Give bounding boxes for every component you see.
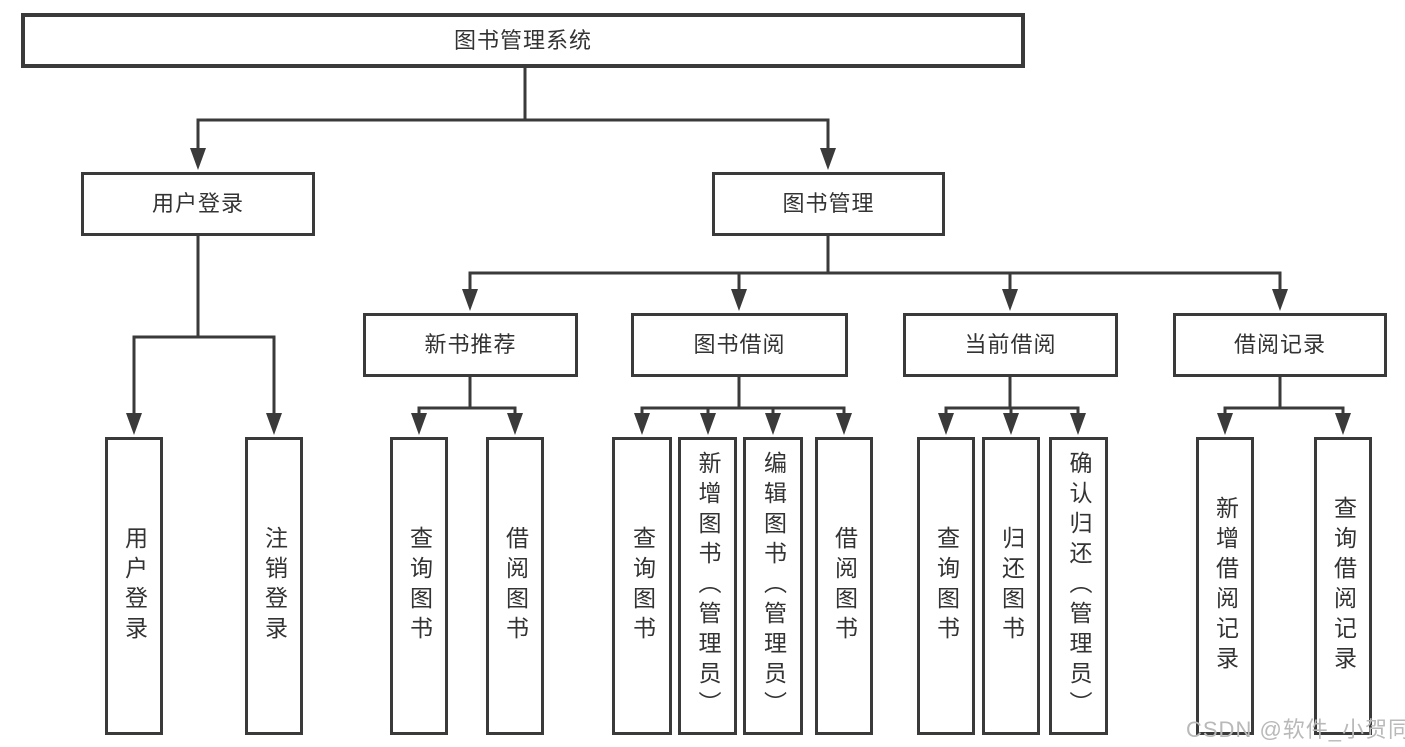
- leaf-confirm-return-admin: 确认归还（管理员）: [1049, 437, 1108, 735]
- leaf-label: 查询借阅记录: [1330, 496, 1357, 676]
- leaf-label: 新增图书（管理员）: [695, 451, 721, 721]
- node-label: 借阅记录: [1233, 332, 1326, 357]
- leaf-label: 新增借阅记录: [1212, 496, 1239, 676]
- leaf-return-books: 归还图书: [982, 437, 1040, 735]
- leaf-borrow-books: 借阅图书: [815, 437, 873, 735]
- leaf-label: 借阅图书: [831, 526, 858, 646]
- leaf-user-login: 用户登录: [105, 437, 163, 735]
- leaf-query-books: 查询图书: [390, 437, 448, 735]
- node-label: 图书借阅: [693, 332, 786, 357]
- node-borrow-records: 借阅记录: [1173, 313, 1387, 377]
- node-label: 图书管理系统: [453, 27, 592, 53]
- leaf-borrow-books: 借阅图书: [486, 437, 544, 735]
- leaf-label: 查询图书: [629, 526, 656, 646]
- node-label: 图书管理: [782, 191, 875, 216]
- arrowheads: [126, 148, 1351, 435]
- leaf-label: 查询图书: [406, 526, 433, 646]
- node-current-borrow: 当前借阅: [903, 313, 1118, 377]
- leaf-add-books-admin: 新增图书（管理员）: [678, 437, 737, 735]
- leaf-label: 查询图书: [933, 526, 960, 646]
- node-label: 新书推荐: [424, 332, 517, 357]
- leaf-logout: 注销登录: [245, 437, 303, 735]
- node-label: 当前借阅: [964, 332, 1057, 357]
- leaf-edit-books-admin: 编辑图书（管理员）: [743, 437, 803, 735]
- leaf-query-books: 查询图书: [612, 437, 672, 735]
- leaf-label: 确认归还（管理员）: [1066, 451, 1092, 721]
- leaf-label: 归还图书: [998, 526, 1025, 646]
- leaf-label: 编辑图书（管理员）: [760, 451, 787, 721]
- leaf-label: 借阅图书: [502, 526, 529, 646]
- leaf-label: 注销登录: [261, 526, 288, 646]
- node-book-management-branch: 图书管理: [712, 172, 945, 236]
- node-new-book-recommend: 新书推荐: [363, 313, 578, 377]
- node-root-system: 图书管理系统: [21, 13, 1025, 68]
- tree-edges: [132, 66, 1345, 418]
- csdn-watermark: CSDN @软件_小贺同学: [1186, 717, 1405, 742]
- node-book-borrow: 图书借阅: [631, 313, 848, 377]
- leaf-add-borrow-record: 新增借阅记录: [1196, 437, 1254, 735]
- node-user-login-branch: 用户登录: [81, 172, 315, 236]
- node-label: 用户登录: [151, 191, 244, 216]
- leaf-label: 用户登录: [121, 526, 148, 646]
- leaf-query-books: 查询图书: [917, 437, 975, 735]
- leaf-query-borrow-record: 查询借阅记录: [1314, 437, 1372, 735]
